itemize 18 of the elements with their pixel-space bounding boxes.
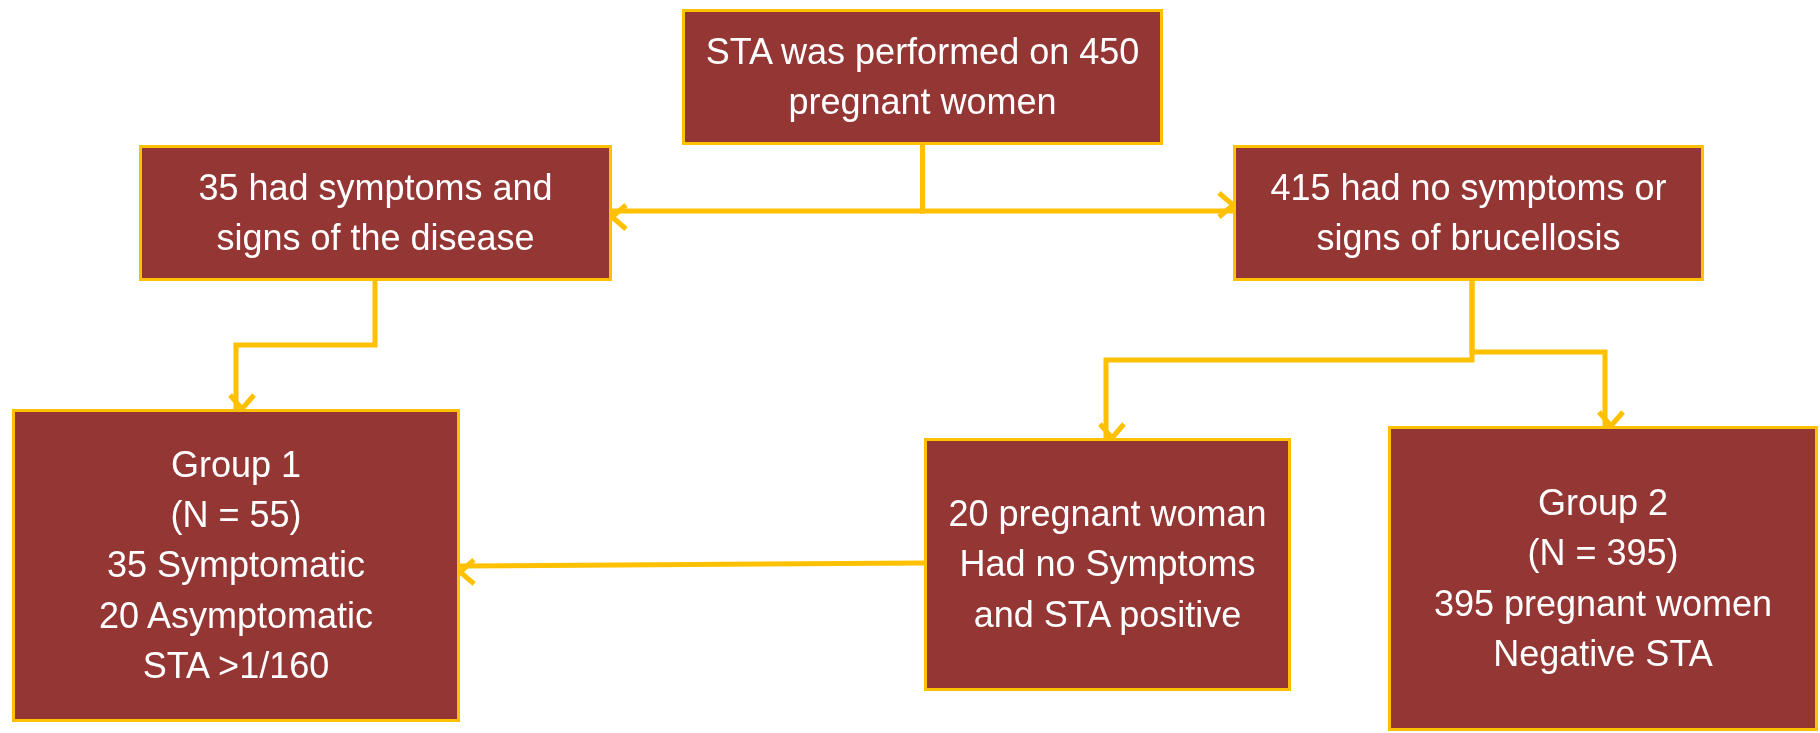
box-text: STA >1/160: [141, 644, 331, 689]
process-box: [924, 438, 1291, 691]
process-box: [1233, 145, 1704, 281]
box-text: 35 Symptomatic: [105, 543, 367, 588]
box-text: 415 had no symptoms or signs of brucellosis: [1269, 165, 1668, 260]
process-box: [139, 145, 612, 281]
box-text: 20 pregnant woman Had no Symptoms and STA positive: [947, 491, 1268, 637]
box-text: Group 1: [169, 442, 303, 487]
box-text: (N = 55): [169, 492, 303, 537]
process-box: [12, 409, 460, 722]
process-box: [1388, 426, 1818, 731]
box-text: Group 2: [1536, 480, 1670, 525]
box-text: 395 pregnant women Negative STA: [1432, 581, 1774, 676]
process-box: [682, 9, 1163, 145]
box-text: STA was performed on 450 pregnant women: [704, 29, 1141, 124]
box-text: 20 Asymptomatic: [97, 593, 375, 638]
box-text: (N = 395): [1526, 531, 1680, 576]
box-text: 35 had symptoms and signs of the disease: [197, 165, 554, 260]
